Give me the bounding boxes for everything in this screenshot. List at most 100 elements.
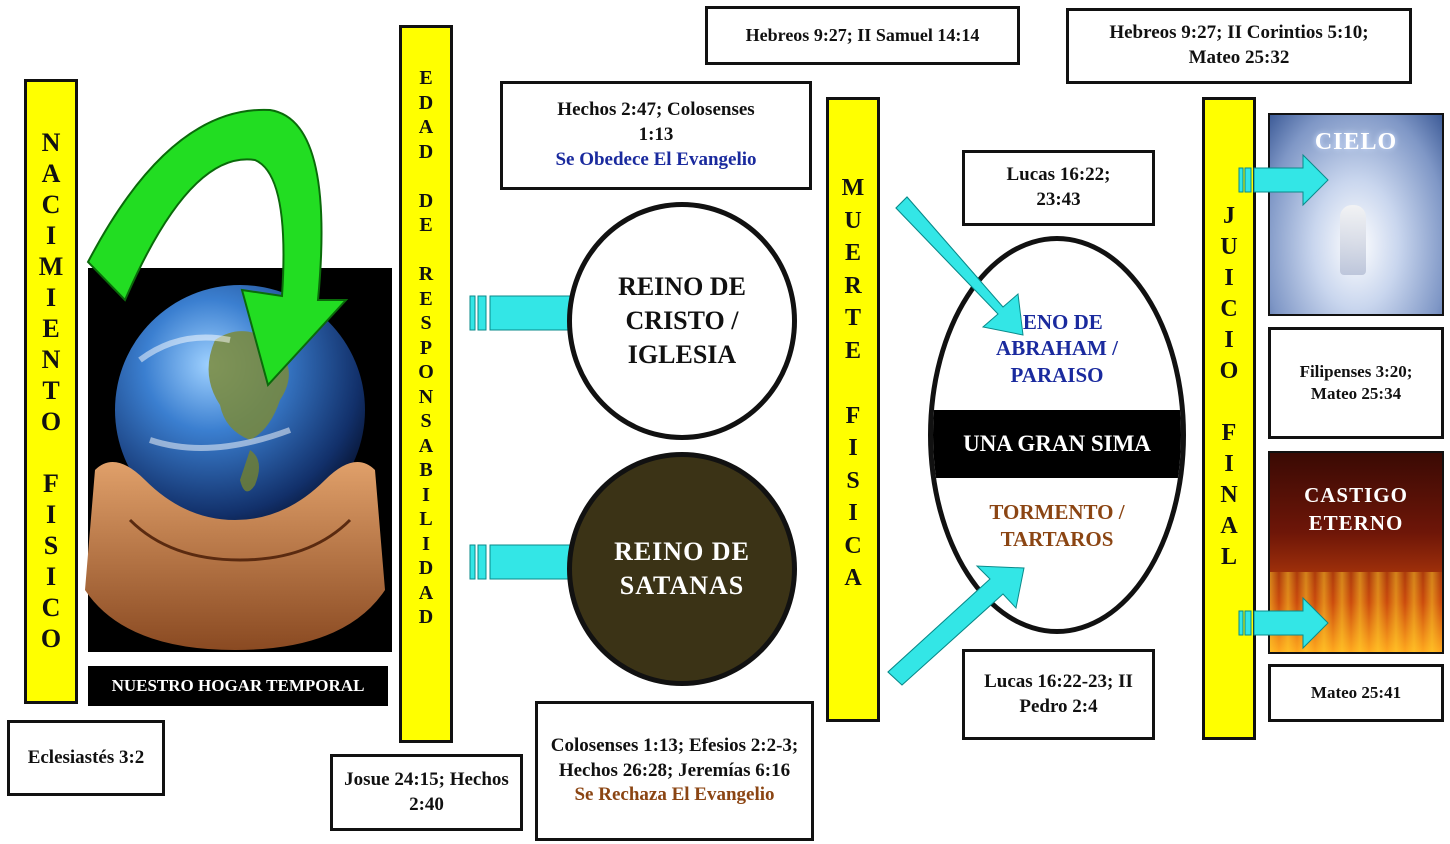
bar-letter <box>850 371 856 404</box>
bar-letter: A <box>844 565 862 591</box>
flames-icon <box>1270 572 1442 652</box>
bar-letter: I <box>45 562 57 591</box>
bar-letter: T <box>42 376 60 405</box>
bar-letter: I <box>45 221 57 250</box>
cielo-label: CIELO <box>1314 129 1398 155</box>
bar-letter: N <box>41 345 61 374</box>
castigo-label: CASTIGO ETERNO <box>1304 483 1408 536</box>
ref-lucas-bottom: Lucas 16:22-23; II Pedro 2:4 <box>962 649 1155 740</box>
bar-letter: E <box>844 337 861 364</box>
bar-letter: I <box>422 483 430 506</box>
bar-letter: S <box>420 410 432 432</box>
bar-letter: E <box>42 314 60 343</box>
bar-letter: I <box>1224 451 1234 477</box>
bar-letter: I <box>422 532 430 555</box>
bar-letter: F <box>43 469 59 498</box>
bar-letter: O <box>40 407 62 436</box>
bar-letter: S <box>420 312 432 334</box>
castigo-image: CASTIGO ETERNO <box>1268 451 1444 654</box>
bar-letter: L <box>1220 544 1237 570</box>
ref-josue: Josue 24:15; Hechos 2:40 <box>330 754 523 831</box>
ref-hechos-obedece: Hechos 2:47; Colosenses 1:13 Se Obedece … <box>500 81 812 190</box>
bar-letter: R <box>418 263 434 285</box>
bar-letter: E <box>844 240 861 266</box>
bar-letter: F <box>845 402 861 429</box>
bar-letter: D <box>418 91 434 114</box>
bar-letter: D <box>418 606 434 628</box>
seno-abraham-label: SENO DE ABRAHAM / PARAISO <box>996 310 1118 387</box>
bar-letter: C <box>41 593 61 622</box>
circle-reino-cristo: REINO DE CRISTO / IGLESIA <box>567 202 797 440</box>
bar-letter: U <box>1220 234 1238 260</box>
bar-letter: J <box>1223 203 1235 229</box>
bar-letter: B <box>419 459 433 481</box>
bar-letter: N <box>418 385 434 408</box>
bar-letter: D <box>418 189 434 212</box>
bar-letter: S <box>43 531 59 560</box>
bar-letter: I <box>45 500 57 529</box>
tormento-label: TORMENTO / TARTAROS <box>989 500 1125 552</box>
bar-letter <box>424 166 429 191</box>
bar-letter: O <box>40 624 62 653</box>
bar-letter: E <box>419 287 433 310</box>
bar-letter: U <box>844 207 862 234</box>
bar-letter <box>1226 390 1232 421</box>
ref-colosenses-rechaza: Colosenses 1:13; Efesios 2:2-3; Hechos 2… <box>535 701 814 841</box>
ref-hebreos-corintios: Hebreos 9:27; II Corintios 5:10; Mateo 2… <box>1066 8 1412 84</box>
bar-letter: A <box>418 116 434 138</box>
ref-mateo-2541: Mateo 25:41 <box>1268 664 1444 722</box>
bar-letter: A <box>418 581 434 604</box>
circle-reino-satanas: REINO DE SATANAS <box>567 452 797 686</box>
bar-letter: O <box>418 361 434 383</box>
bar-letter: F <box>1221 420 1237 446</box>
bar-letter: L <box>419 508 433 530</box>
bar-letter <box>48 440 55 471</box>
bar-letter: D <box>418 557 434 579</box>
bar-letter: I <box>45 283 57 312</box>
bar-letter: S <box>846 467 860 494</box>
label-nuestro-hogar: NUESTRO HOGAR TEMPORAL <box>88 666 388 706</box>
bar-letter: N <box>1220 482 1238 508</box>
ref-lucas-top: Lucas 16:22; 23:43 <box>962 150 1155 226</box>
bar-letter: R <box>844 272 862 299</box>
bar-letter: A <box>418 434 434 457</box>
bar-letter: M <box>38 252 64 281</box>
earth-hands-image <box>85 268 392 652</box>
gran-sima-band: UNA GRAN SIMA <box>933 410 1181 478</box>
bar-letter: I <box>1224 327 1234 353</box>
green-curved-arrow <box>86 108 349 388</box>
cielo-image: CIELO <box>1268 113 1444 316</box>
egg-hades: SENO DE ABRAHAM / PARAISO UNA GRAN SIMA … <box>928 236 1186 634</box>
bar-letter: C <box>844 532 862 559</box>
bar-letter: E <box>419 214 433 236</box>
bar-letter <box>424 240 429 265</box>
bar-letter: I <box>848 500 858 526</box>
ref-filipenses: Filipenses 3:20; Mateo 25:34 <box>1268 327 1444 439</box>
rechaza-label: Se Rechaza El Evangelio <box>574 784 775 806</box>
angel-figure-icon <box>1340 205 1366 275</box>
bar-letter: E <box>419 67 433 89</box>
ref-hebreos-samuel: Hebreos 9:27; II Samuel 14:14 <box>705 6 1020 65</box>
bar-letter: P <box>419 336 433 359</box>
bar-letter: A <box>41 159 61 188</box>
bar-letter: A <box>1220 513 1238 539</box>
bar-letter: I <box>1224 265 1234 291</box>
bar-letter: T <box>844 305 861 331</box>
ref-eclesiastes: Eclesiastés 3:2 <box>7 720 165 796</box>
bar-letter: C <box>41 190 61 219</box>
obedece-label: Se Obedece El Evangelio <box>555 148 757 170</box>
bar-letter: M <box>841 175 865 201</box>
bar-letter: D <box>418 140 434 163</box>
bar-letter: C <box>1220 296 1238 322</box>
bar-letter: I <box>848 435 858 461</box>
bar-letter: N <box>41 128 61 157</box>
bar-letter: O <box>1219 358 1239 384</box>
